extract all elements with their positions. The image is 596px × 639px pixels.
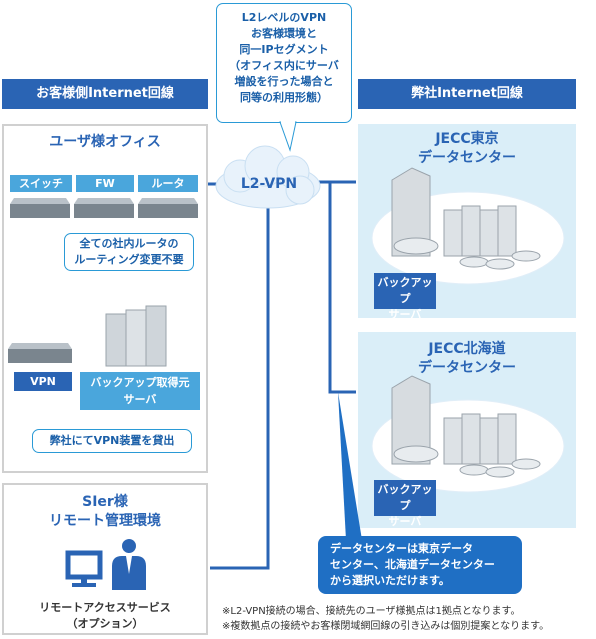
callout-line: L2レベルのVPN — [241, 11, 327, 24]
switch-tag: スイッチ — [10, 175, 72, 192]
router-tag: ルータ — [138, 175, 198, 192]
backup-source-line: バックアップ取得元 — [90, 376, 190, 389]
fw-tag: FW — [76, 175, 134, 192]
vpn-to-dc-line — [318, 180, 356, 394]
remote-access-service: リモートアクセスサービス （オプション） — [2, 600, 208, 632]
footnote: ※L2-VPN接続の場合、接続先のユーザ様拠点は1拠点となります。 — [222, 606, 521, 617]
dc-tokyo-title: JECC東京 データセンター — [358, 130, 576, 168]
tokyo-label-line: バックアップ — [377, 276, 433, 305]
hokkaido-label-line: サーバ — [388, 515, 422, 528]
user-office-title: ユーザ様オフィス — [49, 134, 161, 150]
router-note: 全ての社内ルータの ルーティング変更不要 — [64, 233, 194, 271]
dc-hokkaido-title-line: データセンター — [418, 360, 516, 376]
sier-panel — [2, 483, 208, 635]
callout-line: 同一IPセグメント — [239, 43, 329, 56]
callout-line: 増設を行った場合と — [234, 75, 334, 88]
hokkaido-backup-server-label: バックアップ サーバ — [374, 480, 436, 528]
vpn-label: VPN — [14, 372, 72, 391]
tokyo-main-server-icon — [391, 167, 431, 257]
dc-note-line: から選択いただけます。 — [330, 574, 450, 587]
our-line-header: 弊社Internet回線 — [358, 79, 576, 109]
l2-vpn-callout: L2レベルのVPN お客様環境と 同一IPセグメント （オフィス内にサーバ 増設… — [216, 3, 352, 123]
router-note-line: ルーティング変更不要 — [74, 253, 184, 266]
sier-title: SIer様 リモート管理環境 — [2, 493, 208, 531]
dc-hokkaido-title: JECC北海道 データセンター — [358, 340, 576, 378]
vpn-to-sier-line — [210, 196, 270, 570]
hokkaido-rack-server-icon — [443, 413, 517, 465]
callout-line: 同等の利用形態） — [240, 91, 328, 104]
switch-device-icon — [10, 198, 70, 218]
footnote: ※複数拠点の接続やお客様閉域網回線の引き込みは個別提案となります。 — [222, 621, 550, 632]
dc-tokyo-title-line: データセンター — [418, 150, 516, 166]
backup-source-server-icon — [105, 305, 167, 367]
router-note-line: 全ての社内ルータの — [79, 237, 179, 250]
sier-title-line: SIer様 — [82, 494, 128, 510]
lend-note: 弊社にてVPN装置を貸出 — [32, 429, 192, 453]
hokkaido-main-server-icon — [391, 375, 431, 465]
callout-line: お客様環境と — [251, 27, 317, 40]
tokyo-label-line: サーバ — [388, 308, 422, 321]
service-line: リモートアクセスサービス — [39, 601, 171, 614]
backup-source-label: バックアップ取得元 サーバ — [80, 372, 200, 410]
tokyo-backup-server-label: バックアップ サーバ — [374, 273, 436, 321]
dc-note-line: センター、北海道データセンター — [330, 558, 495, 571]
router-device-icon — [138, 198, 198, 218]
sier-title-line: リモート管理環境 — [49, 513, 161, 529]
callout-line: （オフィス内にサーバ — [229, 59, 339, 72]
dc-selection-note: データセンターは東京データ センター、北海道データセンター から選択いただけます… — [318, 536, 522, 594]
dc-tokyo-title-line: JECC東京 — [435, 131, 499, 147]
backup-source-line: サーバ — [123, 393, 157, 406]
tokyo-storage-icon — [393, 237, 541, 270]
dc-hokkaido-title-line: JECC北海道 — [428, 341, 506, 357]
footnotes: ※L2-VPN接続の場合、接続先のユーザ様拠点は1拠点となります。 ※複数拠点の… — [222, 604, 594, 634]
hokkaido-label-line: バックアップ — [377, 483, 433, 512]
fw-device-icon — [74, 198, 134, 218]
hokkaido-storage-icon — [393, 445, 541, 478]
l2-vpn-label: L2-VPN — [240, 176, 298, 192]
customer-line-header: お客様側Internet回線 — [2, 79, 208, 109]
service-line: （オプション） — [66, 617, 144, 630]
vpn-device-icon — [8, 343, 72, 363]
dc-note-line: データセンターは東京データ — [330, 542, 473, 555]
tokyo-rack-server-icon — [443, 205, 517, 257]
